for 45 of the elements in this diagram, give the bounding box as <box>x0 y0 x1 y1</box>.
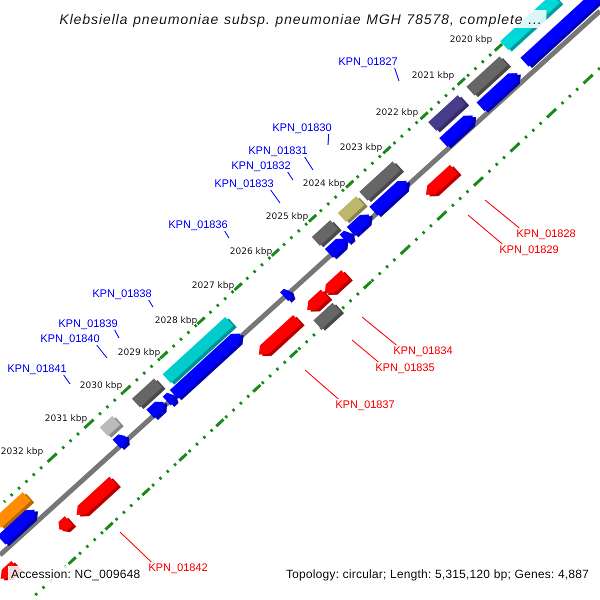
leader-line <box>352 340 379 362</box>
scale-label: 2027 kbp <box>192 281 234 291</box>
scale-label: 2029 kbp <box>118 348 160 358</box>
gene-label: KPN_01830 <box>272 122 332 134</box>
gene-label: KPN_01827 <box>338 56 398 68</box>
scale-label: 2020 kbp <box>450 35 492 45</box>
scale-label: 2028 kbp <box>154 316 198 326</box>
gene-label: KPN_01829 <box>499 244 559 256</box>
scale-label: 2030 kbp <box>80 381 122 391</box>
gene-label: KPN_01834 <box>393 345 453 357</box>
leader-line <box>328 134 330 146</box>
scale-label: 2025 kbp <box>266 212 308 222</box>
leader-line <box>362 316 397 346</box>
leader-line <box>394 68 400 82</box>
scale-label: 2023 kbp <box>340 143 382 153</box>
leader-line <box>96 344 108 358</box>
leader-line <box>63 374 70 384</box>
scale-label: 2032 kbp <box>0 447 44 457</box>
scale-label: 2022 kbp <box>376 108 418 118</box>
leader-line <box>468 214 503 244</box>
scale-label: 2031 kbp <box>44 414 88 424</box>
leader-line <box>148 300 154 308</box>
gene-label: KPN_01832 <box>231 160 291 172</box>
gene-label: KPN_01833 <box>214 178 274 190</box>
gene-label: KPN_01839 <box>58 318 118 330</box>
scale-label: 2026 kbp <box>230 247 272 257</box>
scale-label: 2024 kbp <box>302 179 346 189</box>
gene-label: KPN_01840 <box>40 333 100 345</box>
leader-line <box>287 172 294 180</box>
leader-line <box>304 156 314 170</box>
leader-line <box>114 330 120 338</box>
gene-label: KPN_01831 <box>248 145 308 157</box>
leader-line <box>484 200 520 228</box>
leader-line <box>224 230 230 238</box>
gene-label: KPN_01837 <box>335 399 395 411</box>
gene-label: KPN_01842 <box>148 562 208 574</box>
gene-label: KPN_01838 <box>92 288 152 300</box>
leader-line <box>304 370 339 400</box>
gene-label: KPN_01828 <box>516 228 576 240</box>
scale-label: 2021 kbp <box>412 71 454 81</box>
leader-line <box>270 190 280 204</box>
gene-label: KPN_01841 <box>7 363 67 375</box>
leader-line <box>120 532 152 562</box>
gene-label: KPN_01836 <box>168 219 228 231</box>
gene-label: KPN_01835 <box>375 362 435 374</box>
